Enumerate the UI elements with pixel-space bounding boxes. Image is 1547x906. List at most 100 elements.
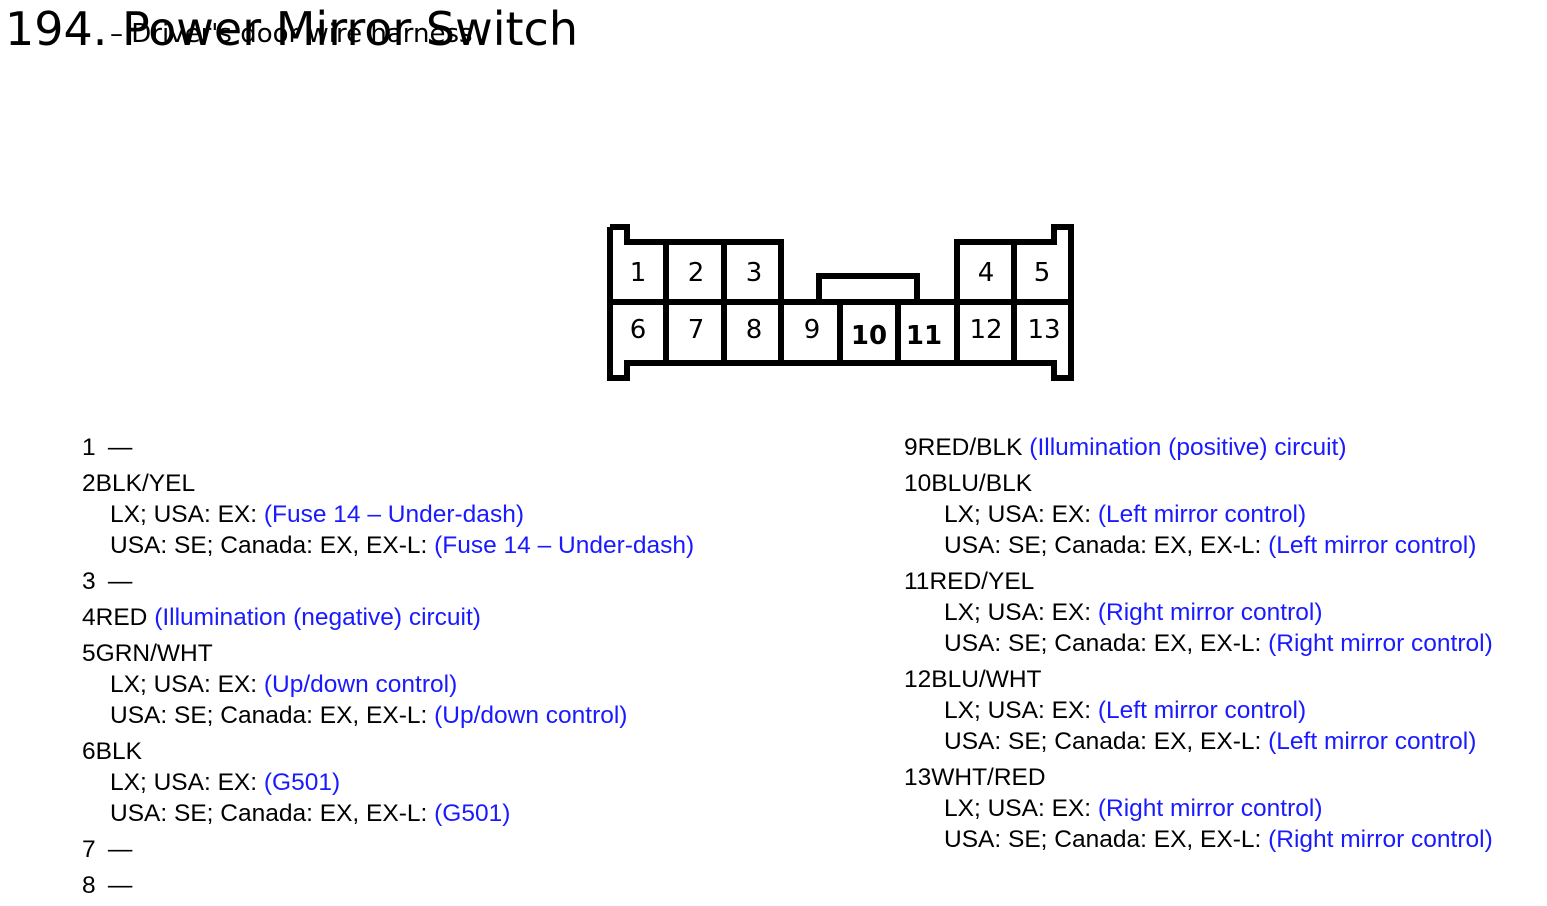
pin-label: 8 — [746, 315, 763, 345]
pin-line: 6BLK — [82, 736, 694, 767]
circuit-link[interactable]: (G501) — [434, 800, 511, 827]
pin-entry: 8 — — [82, 870, 694, 901]
pin-line: 13WHT/RED — [904, 762, 1493, 793]
pin-number: 3 — [82, 568, 96, 595]
circuit-link[interactable]: (Illumination (positive) circuit) — [1029, 434, 1347, 461]
variant-label: LX; USA: EX: — [110, 501, 258, 528]
circuit-link[interactable]: (Left mirror control) — [1268, 728, 1477, 755]
wire-color: GRN/WHT — [95, 640, 213, 667]
wire-color: BLU/BLK — [931, 470, 1033, 497]
pin-label: 11 — [906, 321, 942, 351]
page-title: 194. Power Mirror Switch — [5, 2, 578, 56]
pin-label: 1 — [630, 258, 647, 288]
wire-color: — — [107, 434, 133, 461]
variant-line: LX; USA: EX: (G501) — [82, 767, 694, 798]
circuit-link[interactable]: (Up/down control) — [263, 671, 458, 698]
pin-number: 8 — [82, 872, 96, 899]
wire-color: — — [107, 568, 133, 595]
page-subtitle: – Driver's door wire harness — [110, 19, 473, 49]
variant-label: LX; USA: EX: — [944, 599, 1092, 626]
variant-line: LX; USA: EX: (Fuse 14 – Under-dash) — [82, 499, 694, 530]
wire-color: — — [107, 836, 133, 863]
pin-number: 4 — [82, 604, 96, 631]
pin-list-right: 9RED/BLK (Illumination (positive) circui… — [904, 432, 1493, 860]
wire-color: — — [107, 872, 133, 899]
pin-entry: 7 — — [82, 834, 694, 865]
pin-line: 11RED/YEL — [904, 566, 1493, 597]
variant-label: USA: SE; Canada: EX, EX-L: — [944, 532, 1262, 559]
pin-number: 11 — [904, 568, 930, 595]
circuit-link[interactable]: (Right mirror control) — [1268, 826, 1493, 853]
variant-line: LX; USA: EX: (Right mirror control) — [904, 793, 1493, 824]
variant-line: USA: SE; Canada: EX, EX-L: (Right mirror… — [904, 628, 1493, 659]
circuit-link[interactable]: (Illumination (negative) circuit) — [154, 604, 481, 631]
variant-label: USA: SE; Canada: EX, EX-L: — [944, 728, 1262, 755]
pin-label: 3 — [746, 258, 763, 288]
pin-line: 1 — — [82, 432, 694, 463]
circuit-link[interactable]: (Right mirror control) — [1097, 795, 1323, 822]
wire-color: BLU/WHT — [931, 666, 1042, 693]
variant-line: USA: SE; Canada: EX, EX-L: (Right mirror… — [904, 824, 1493, 855]
wire-color: BLK/YEL — [95, 470, 196, 497]
pin-entry: 9RED/BLK (Illumination (positive) circui… — [904, 432, 1493, 463]
variant-label: LX; USA: EX: — [110, 671, 258, 698]
circuit-link[interactable]: (G501) — [263, 769, 341, 796]
variant-label: LX; USA: EX: — [944, 795, 1092, 822]
variant-label: USA: SE; Canada: EX, EX-L: — [110, 532, 428, 559]
variant-line: LX; USA: EX: (Up/down control) — [82, 669, 694, 700]
circuit-link[interactable]: (Fuse 14 – Under-dash) — [263, 501, 524, 528]
pin-number: 12 — [904, 666, 932, 693]
connector-outline — [607, 224, 1074, 381]
pin-line: 2BLK/YEL — [82, 468, 694, 499]
wire-color: RED — [95, 604, 148, 631]
pin-label: 9 — [804, 315, 821, 345]
wire-color: RED/YEL — [929, 568, 1035, 595]
pin-line: 3 — — [82, 566, 694, 597]
circuit-link[interactable]: (Fuse 14 – Under-dash) — [434, 532, 695, 559]
circuit-link[interactable]: (Right mirror control) — [1097, 599, 1323, 626]
pin-number: 7 — [82, 836, 96, 863]
variant-line: USA: SE; Canada: EX, EX-L: (Left mirror … — [904, 530, 1493, 561]
pin-number: 2 — [82, 470, 96, 497]
pin-label: 2 — [688, 258, 705, 288]
pin-label: 6 — [630, 315, 647, 345]
circuit-link[interactable]: (Right mirror control) — [1268, 630, 1493, 657]
variant-label: LX; USA: EX: — [944, 697, 1092, 724]
variant-label: LX; USA: EX: — [944, 501, 1092, 528]
circuit-link[interactable]: (Left mirror control) — [1097, 697, 1307, 724]
variant-line: LX; USA: EX: (Left mirror control) — [904, 695, 1493, 726]
pin-line: 10BLU/BLK — [904, 468, 1493, 499]
pin-label: 7 — [688, 315, 705, 345]
variant-line: USA: SE; Canada: EX, EX-L: (Left mirror … — [904, 726, 1493, 757]
pin-entry: 3 — — [82, 566, 694, 597]
variant-label: USA: SE; Canada: EX, EX-L: — [944, 630, 1262, 657]
pin-line: 8 — — [82, 870, 694, 901]
variant-line: USA: SE; Canada: EX, EX-L: (Up/down cont… — [82, 700, 694, 731]
pin-number: 1 — [82, 434, 96, 461]
pin-number: 13 — [904, 764, 932, 791]
variant-label: LX; USA: EX: — [110, 769, 258, 796]
pin-label: 10 — [851, 321, 887, 351]
variant-line: LX; USA: EX: (Right mirror control) — [904, 597, 1493, 628]
pin-line: 5GRN/WHT — [82, 638, 694, 669]
circuit-link[interactable]: (Left mirror control) — [1268, 532, 1477, 559]
circuit-link[interactable]: (Up/down control) — [434, 702, 628, 729]
pin-line: 9RED/BLK (Illumination (positive) circui… — [904, 432, 1493, 463]
variant-label: USA: SE; Canada: EX, EX-L: — [110, 800, 428, 827]
pin-line: 7 — — [82, 834, 694, 865]
pin-label: 12 — [969, 315, 1002, 345]
pin-label: 5 — [1034, 258, 1051, 288]
variant-label: USA: SE; Canada: EX, EX-L: — [944, 826, 1262, 853]
pin-label: 4 — [978, 258, 995, 288]
pin-line: 4RED (Illumination (negative) circuit) — [82, 602, 694, 633]
wire-color: RED/BLK — [917, 434, 1023, 461]
circuit-link[interactable]: (Left mirror control) — [1097, 501, 1307, 528]
pin-number: 10 — [904, 470, 932, 497]
